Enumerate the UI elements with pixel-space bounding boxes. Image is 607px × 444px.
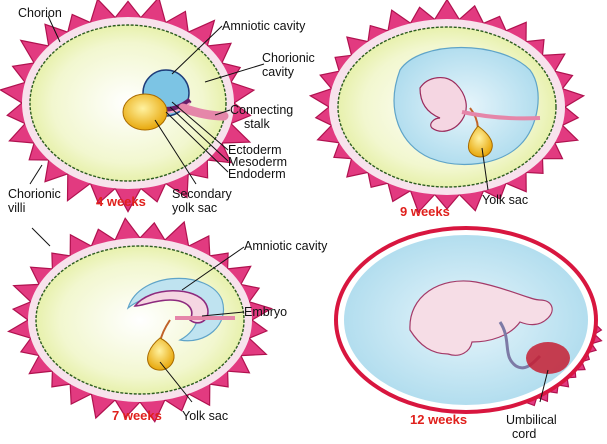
label-chorionic-cavity-2: cavity: [262, 65, 295, 79]
label-connecting-stalk-1: Connecting: [230, 103, 293, 117]
stage-9-weeks: [310, 0, 583, 212]
label-amniotic-cavity-top: Amniotic cavity: [222, 19, 306, 33]
label-yolk-sac-9wk: Yolk sac: [482, 193, 528, 207]
label-umbilical-cord-1: Umbilical: [506, 413, 557, 427]
stage-12-weeks: [336, 228, 602, 412]
label-chorion: Chorion: [18, 6, 62, 20]
label-amniotic-cavity-bottom: Amniotic cavity: [244, 239, 328, 253]
label-umbilical-cord-2: cord: [512, 427, 536, 441]
placenta-12wk: [526, 342, 570, 374]
stage-label-4-weeks: 4 weeks: [96, 194, 146, 209]
label-chorionic-cavity-1: Chorionic: [262, 51, 315, 65]
secondary-yolk-sac-4wk: [123, 94, 167, 130]
label-secondary-yolk-sac-1: Secondary: [172, 187, 233, 201]
label-chorionic-villi-2: villi: [8, 201, 25, 215]
stage-label-7-weeks: 7 weeks: [112, 408, 162, 423]
label-embryo: Embryo: [244, 305, 287, 319]
stage-7-weeks: [9, 218, 272, 421]
label-yolk-sac-7wk: Yolk sac: [182, 409, 228, 423]
stage-label-12-weeks: 12 weeks: [410, 412, 467, 427]
label-secondary-yolk-sac-2: yolk sac: [172, 201, 217, 215]
label-chorionic-villi-1: Chorionic: [8, 187, 61, 201]
label-connecting-stalk-2: stalk: [244, 117, 270, 131]
label-endoderm: Endoderm: [228, 167, 286, 181]
stage-label-9-weeks: 9 weeks: [400, 204, 450, 219]
